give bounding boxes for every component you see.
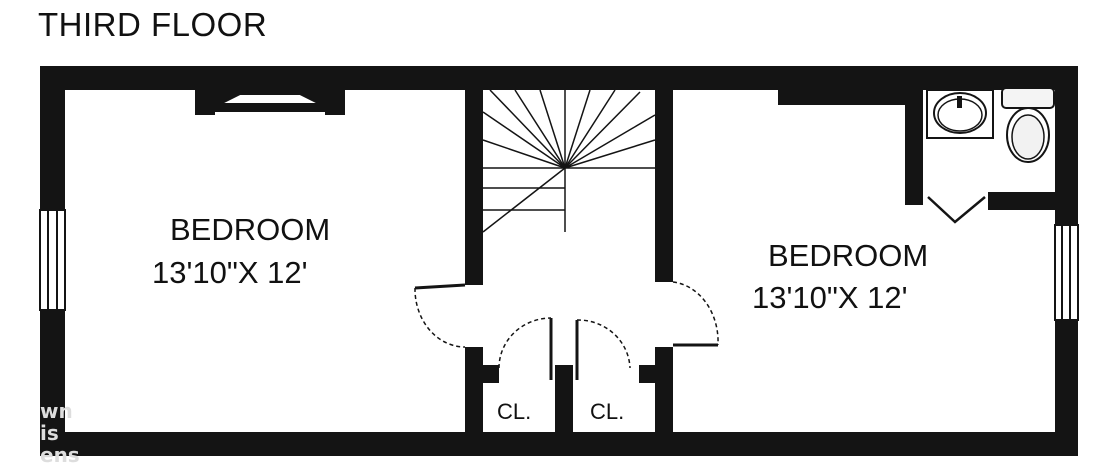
sink-icon — [926, 89, 994, 139]
staircase — [482, 89, 656, 233]
room-name-left: BEDROOM — [170, 212, 330, 247]
watermark-line-1: wn — [40, 399, 73, 423]
fireplace — [215, 90, 325, 112]
watermark: wn is ens — [40, 399, 80, 467]
window-left — [39, 209, 66, 311]
watermark-line-3: ens — [40, 443, 80, 467]
window-right — [1054, 224, 1079, 321]
room-dimensions-right: 13'10"X 12' — [752, 280, 908, 315]
walls — [40, 66, 1078, 456]
watermark-line-2: is — [40, 421, 59, 445]
closet-label-left: CL. — [497, 399, 531, 424]
toilet-icon — [1001, 87, 1055, 163]
closet-label-right: CL. — [590, 399, 624, 424]
floor-title: THIRD FLOOR — [38, 6, 268, 43]
doors — [414, 196, 986, 380]
room-dimensions-left: 13'10"X 12' — [152, 255, 308, 290]
room-name-right: BEDROOM — [768, 238, 928, 273]
